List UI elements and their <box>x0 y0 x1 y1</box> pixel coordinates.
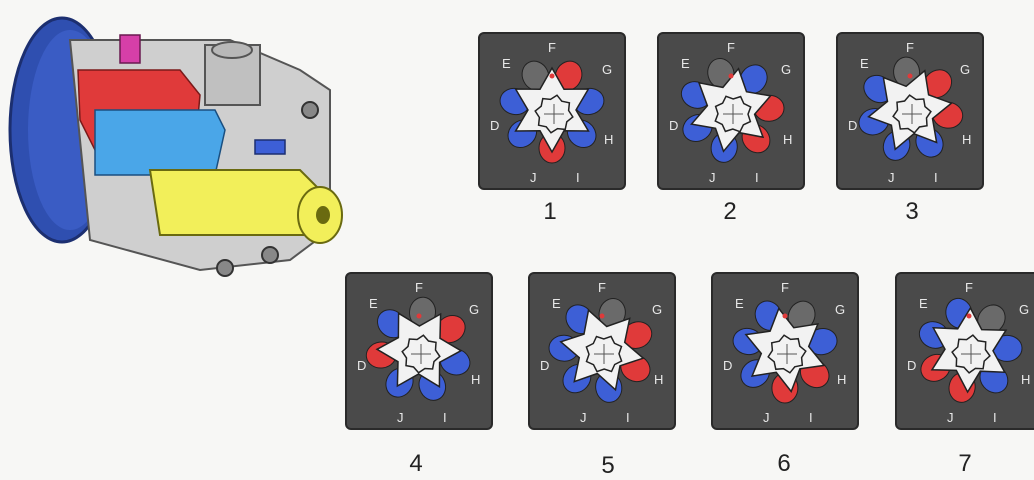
port-label-e: E <box>735 296 744 311</box>
port-label-d: D <box>669 118 678 133</box>
stage-panel: D E F G H I J <box>711 272 859 430</box>
stage-panel: D E F G H I J <box>836 32 984 190</box>
port-label-d: D <box>540 358 549 373</box>
port-label-g: G <box>602 62 612 77</box>
stage-number: 2 <box>710 198 750 226</box>
stage-number: 7 <box>945 450 985 478</box>
port-label-i: I <box>755 170 759 185</box>
marker-dot <box>729 74 734 79</box>
motor-cutaway-illustration <box>0 0 360 300</box>
stage-number: 1 <box>530 198 570 226</box>
port-label-e: E <box>502 56 511 71</box>
port-label-f: F <box>548 40 556 55</box>
port-label-d: D <box>907 358 916 373</box>
port-label-e: E <box>552 296 561 311</box>
gerotor-diagram: D E F G H I J <box>713 274 857 428</box>
port-label-e: E <box>919 296 928 311</box>
port-label-i: I <box>809 410 813 425</box>
port-label-h: H <box>837 372 846 387</box>
port-label-j: J <box>530 170 537 185</box>
inner-shaft-blue <box>95 110 225 175</box>
port-label-h: H <box>783 132 792 147</box>
port-label-e: E <box>369 296 378 311</box>
gerotor-diagram: D E F G H I J <box>838 34 982 188</box>
marker-dot <box>417 314 422 319</box>
port-label-f: F <box>906 40 914 55</box>
port-label-g: G <box>652 302 662 317</box>
port-label-d: D <box>357 358 366 373</box>
port-label-j: J <box>763 410 770 425</box>
port-label-i: I <box>626 410 630 425</box>
marker-dot <box>908 74 913 79</box>
output-shaft <box>150 170 320 235</box>
port-label-e: E <box>681 56 690 71</box>
port-label-j: J <box>709 170 716 185</box>
stage-panel: D E F G H I J <box>528 272 676 430</box>
port-label-j: J <box>397 410 404 425</box>
gerotor-diagram: D E F G H I J <box>659 34 803 188</box>
stage-panel: D E F G H I J <box>345 272 493 430</box>
port-label-i: I <box>934 170 938 185</box>
port-label-d: D <box>723 358 732 373</box>
port-label-f: F <box>598 280 606 295</box>
port-label-g: G <box>1019 302 1029 317</box>
gerotor-diagram: D E F G H I J <box>530 274 674 428</box>
port-label-i: I <box>993 410 997 425</box>
stage-number: 3 <box>892 198 932 226</box>
port-label-j: J <box>947 410 954 425</box>
gerotor-diagram: D E F G H I J <box>480 34 624 188</box>
port-label-i: I <box>443 410 447 425</box>
port-label-g: G <box>960 62 970 77</box>
port-label-d: D <box>490 118 499 133</box>
port-label-h: H <box>962 132 971 147</box>
gerotor-diagram: D E F G H I J <box>347 274 491 428</box>
port-label-h: H <box>471 372 480 387</box>
stage-panel: D E F G H I J <box>895 272 1034 430</box>
port-label-h: H <box>1021 372 1030 387</box>
stage-number: 4 <box>396 450 436 478</box>
port-label-f: F <box>965 280 973 295</box>
port-label-f: F <box>727 40 735 55</box>
marker-dot <box>600 314 605 319</box>
port-label-h: H <box>604 132 613 147</box>
port-label-j: J <box>580 410 587 425</box>
marker-dot <box>967 314 972 319</box>
port-label-g: G <box>835 302 845 317</box>
port-label-i: I <box>576 170 580 185</box>
port-label-j: J <box>888 170 895 185</box>
port-label-d: D <box>848 118 857 133</box>
port-label-f: F <box>415 280 423 295</box>
stage-panel: D E F G H I J <box>478 32 626 190</box>
stage-panel: D E F G H I J <box>657 32 805 190</box>
stage-number: 5 <box>588 452 628 480</box>
gerotor-diagram: D E F G H I J <box>897 274 1034 428</box>
marker-dot <box>550 74 555 79</box>
port-label-f: F <box>781 280 789 295</box>
port-label-e: E <box>860 56 869 71</box>
marker-dot <box>783 314 788 319</box>
port-label-h: H <box>654 372 663 387</box>
port-label-g: G <box>781 62 791 77</box>
stage-number: 6 <box>764 450 804 478</box>
port-label-g: G <box>469 302 479 317</box>
